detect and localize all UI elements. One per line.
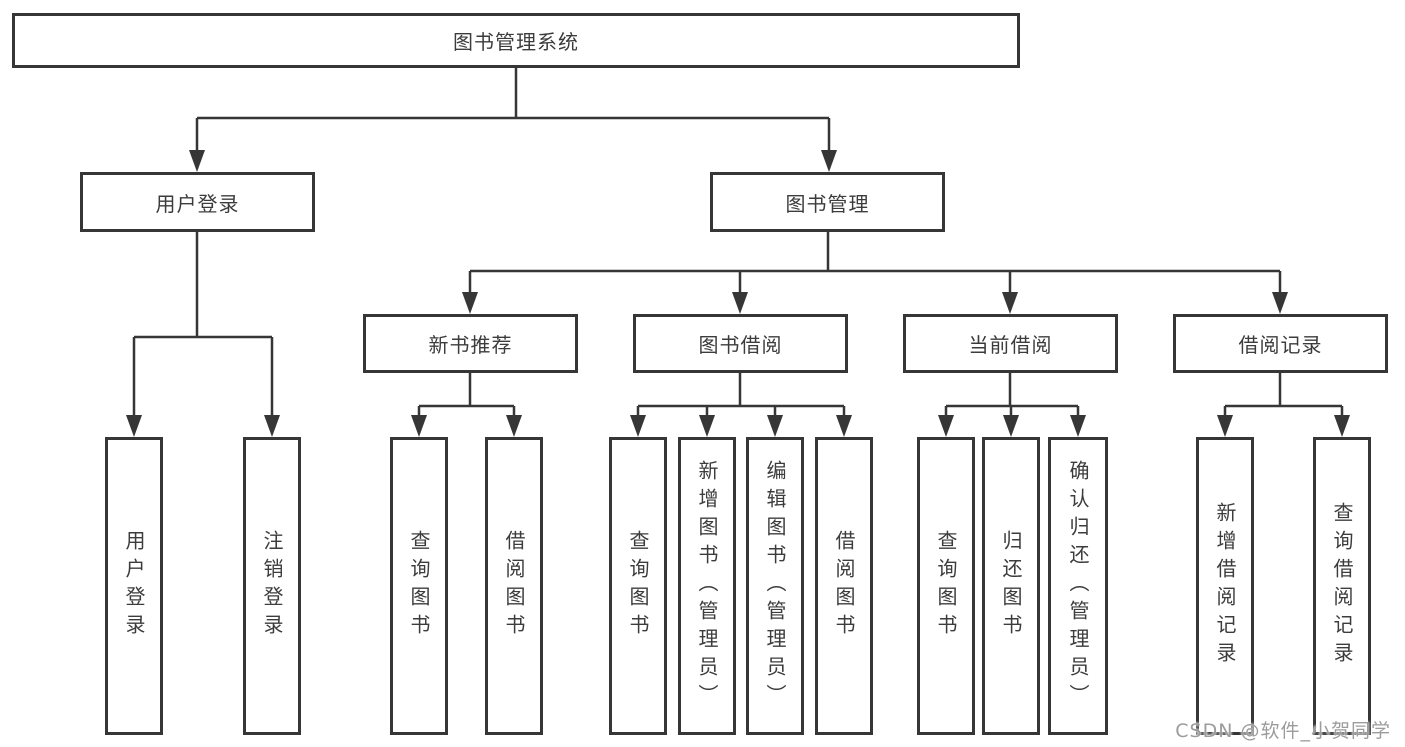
leaf-borrow-borrow-books: 借阅图书: [815, 437, 873, 735]
node-borrow-records: 借阅记录: [1173, 314, 1388, 373]
leaf-records-add-record: 新增借阅记录: [1196, 437, 1254, 735]
node-user-login: 用户登录: [80, 172, 315, 232]
csdn-watermark: CSDN @软件_小贺同学: [1175, 720, 1391, 742]
leaf-logout: 注销登录: [243, 437, 301, 735]
node-library-management-system: 图书管理系统: [12, 13, 1020, 68]
leaf-borrow-query-books-label: 查询图书: [626, 530, 650, 642]
connector-book-borrow-branch: [630, 373, 852, 437]
leaf-logout-label: 注销登录: [260, 530, 284, 642]
leaf-current-confirm-return-admin-label: 确认归还（管理员）: [1066, 460, 1090, 712]
leaf-current-query-books: 查询图书: [917, 437, 975, 735]
connector-root-to-level2: [189, 68, 837, 172]
leaf-newrec-borrow-books-label: 借阅图书: [502, 530, 526, 642]
connector-user-login-branch: [126, 232, 280, 437]
leaf-borrow-edit-books-admin-label: 编辑图书（管理员）: [763, 460, 787, 712]
node-book-management: 图书管理: [710, 172, 945, 232]
node-current-borrow: 当前借阅: [903, 314, 1118, 373]
leaf-user-login: 用户登录: [105, 437, 163, 735]
connector-new-book-recommend-branch: [411, 373, 522, 437]
leaf-records-add-record-label: 新增借阅记录: [1213, 502, 1237, 670]
leaf-newrec-query-books-label: 查询图书: [407, 530, 431, 642]
connector-book-management-branch: [462, 232, 1288, 314]
leaf-records-query-record-label: 查询借阅记录: [1330, 502, 1354, 670]
leaf-current-return-books: 归还图书: [982, 437, 1040, 735]
node-book-borrow: 图书借阅: [633, 314, 848, 373]
leaf-newrec-borrow-books: 借阅图书: [485, 437, 543, 735]
leaf-newrec-query-books: 查询图书: [390, 437, 448, 735]
leaf-current-confirm-return-admin: 确认归还（管理员）: [1048, 437, 1108, 735]
leaf-current-return-books-label: 归还图书: [999, 530, 1023, 642]
leaf-current-query-books-label: 查询图书: [934, 530, 958, 642]
connector-current-borrow-branch: [938, 373, 1086, 437]
leaf-borrow-query-books: 查询图书: [609, 437, 667, 735]
leaf-user-login-label: 用户登录: [122, 530, 146, 642]
leaf-records-query-record: 查询借阅记录: [1313, 437, 1371, 735]
leaf-borrow-edit-books-admin: 编辑图书（管理员）: [746, 437, 804, 735]
leaf-borrow-add-books-admin: 新增图书（管理员）: [678, 437, 736, 735]
node-new-book-recommend: 新书推荐: [363, 314, 578, 373]
connector-borrow-records-branch: [1217, 373, 1350, 437]
leaf-borrow-borrow-books-label: 借阅图书: [832, 530, 856, 642]
leaf-borrow-add-books-admin-label: 新增图书（管理员）: [695, 460, 719, 712]
